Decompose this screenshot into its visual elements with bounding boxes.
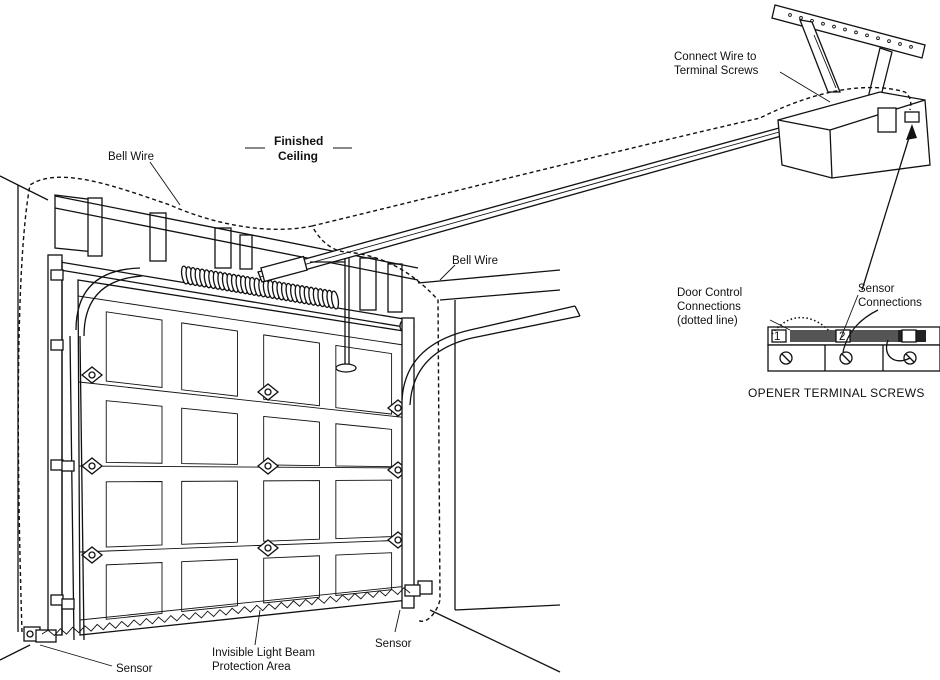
- hinge-roller: [264, 388, 272, 396]
- track-bracket: [50, 594, 64, 606]
- connect-wire-line-1: Connect Wire to: [674, 51, 756, 63]
- door-panel: [181, 558, 238, 612]
- finished-ceiling-line-2: Ceiling: [278, 149, 318, 163]
- bracket-hole: [799, 16, 803, 20]
- door-panel: [335, 344, 393, 415]
- door-panel: [263, 555, 320, 604]
- light-beam-line-2: Protection Area: [212, 661, 291, 673]
- terminal-number-1: 1: [774, 331, 780, 343]
- opener-motor-unit: [777, 91, 931, 179]
- bracket-hole: [876, 36, 880, 41]
- hinge-roller: [88, 462, 96, 470]
- door-hinge: [80, 457, 104, 475]
- leader-lines: [39, 71, 917, 667]
- hinge-roller: [394, 404, 402, 412]
- bracket-hole: [788, 13, 792, 17]
- door-header-framing: [54, 194, 419, 313]
- bracket-hole: [887, 39, 891, 43]
- spring-coil: [330, 290, 340, 310]
- terminal-number-3: 3: [905, 331, 911, 343]
- connect-wire-line-2: Terminal Screws: [674, 65, 759, 77]
- bell-wire-path: [17, 86, 912, 633]
- label-sensor-right: Sensor: [375, 638, 412, 650]
- door-hinge: [80, 546, 104, 564]
- track-bracket: [50, 269, 64, 281]
- light-beam-line-1: Invisible Light Beam: [212, 647, 315, 659]
- label-bell-wire-right: Bell Wire: [452, 255, 498, 267]
- sensor-connections-line-1: Sensor: [858, 283, 895, 295]
- track-bracket: [61, 460, 75, 472]
- garage-walls: [0, 175, 561, 673]
- door-control-line-2: Connections: [677, 301, 741, 313]
- door-panel: [105, 400, 163, 464]
- ceiling-mount-bracket: [771, 4, 926, 101]
- torsion-spring: [59, 261, 415, 334]
- door-panel: [263, 480, 320, 542]
- door-control-line-1: Door Control: [677, 287, 742, 299]
- label-sensor-connections: Sensor Connections: [858, 283, 922, 309]
- bracket-hole: [843, 27, 847, 32]
- label-connect-wire: Connect Wire to Terminal Screws: [674, 51, 759, 77]
- hinge-roller: [264, 544, 272, 552]
- label-door-control: Door Control Connections (dotted line): [677, 287, 742, 327]
- door-panel: [263, 334, 320, 407]
- sensor-connections-line-2: Connections: [858, 297, 922, 309]
- door-panel: [181, 407, 238, 465]
- hinge-roller: [88, 551, 96, 559]
- invisible-light-beam: [41, 587, 411, 637]
- hinge-roller: [394, 536, 402, 544]
- door-hinge: [80, 366, 104, 384]
- bracket-hole: [909, 45, 913, 49]
- label-bell-wire-left: Bell Wire: [108, 151, 154, 163]
- track-bracket: [50, 459, 64, 471]
- terminal-caption: OPENER TERMINAL SCREWS: [748, 386, 925, 400]
- door-hinge: [256, 539, 280, 557]
- door-panel: [263, 415, 320, 467]
- door-panel: [105, 562, 163, 620]
- door-panel: [105, 481, 163, 548]
- hinge-roller: [88, 371, 96, 379]
- door-control-line-3: (dotted line): [677, 315, 738, 327]
- hinge-roller: [394, 466, 402, 474]
- bracket-hole: [865, 33, 869, 38]
- opener-terminal-panel: 1 2 3: [767, 309, 940, 372]
- door-panel: [105, 311, 163, 389]
- terminal-screw-1: [779, 351, 793, 365]
- door-panel: [181, 480, 238, 545]
- terminal-number-2: 2: [839, 331, 845, 343]
- label-sensor-left: Sensor: [116, 663, 153, 675]
- bracket-hole: [854, 30, 858, 35]
- finished-ceiling-line-1: Finished: [274, 134, 323, 148]
- sensor-right: [404, 580, 433, 597]
- bracket-hole: [898, 42, 902, 46]
- hinge-roller: [264, 462, 272, 470]
- label-light-beam: Invisible Light Beam Protection Area: [212, 647, 315, 673]
- terminal-screw-2: [839, 351, 853, 365]
- label-finished-ceiling: Finished Ceiling: [274, 134, 323, 163]
- door-panel: [181, 322, 238, 397]
- bracket-hole: [832, 24, 836, 29]
- door-hinge: [256, 457, 280, 475]
- track-bracket: [50, 339, 64, 351]
- bracket-hole: [821, 21, 825, 26]
- garage-door: [77, 279, 411, 636]
- door-hinge: [256, 383, 280, 401]
- track-bracket: [61, 598, 75, 610]
